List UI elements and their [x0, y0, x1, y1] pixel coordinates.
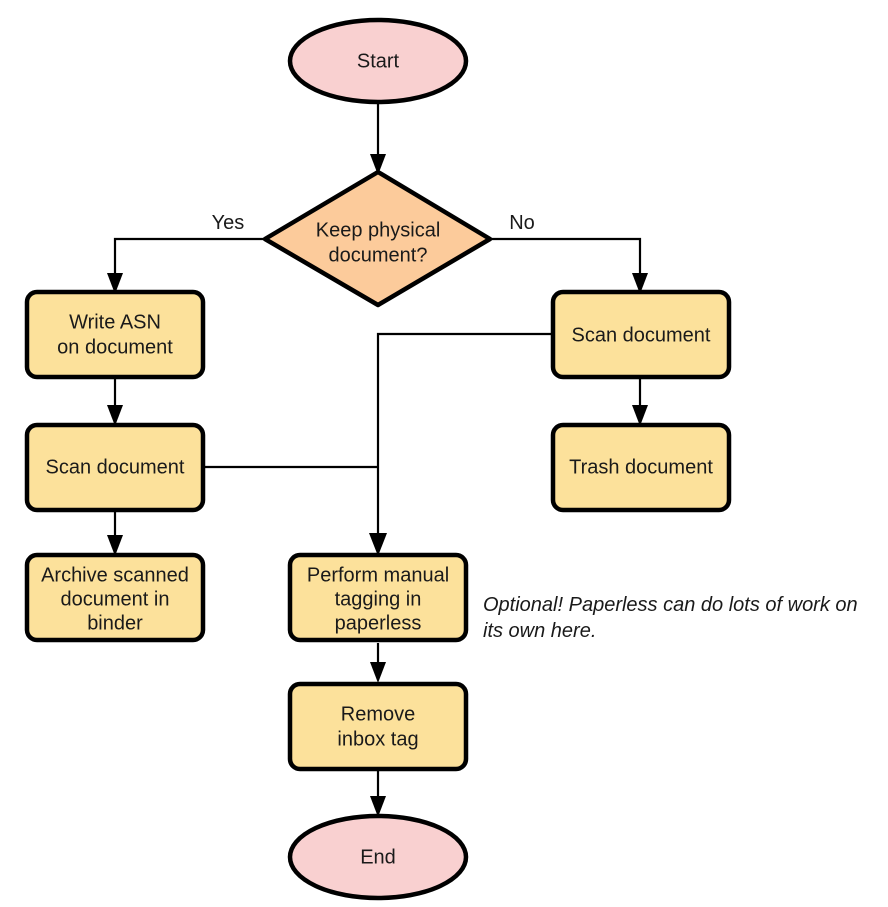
annotation-optional-note: Optional! Paperless can do lots of work … — [483, 594, 858, 642]
node-scan-document-left[interactable]: Scan document — [24, 422, 206, 513]
node-archive-label-line3: binder — [87, 612, 143, 634]
node-scan-document-left-label: Scan document — [46, 456, 185, 478]
arrow-head-icon — [370, 662, 386, 683]
node-tagging-label-line1: Perform manual — [307, 564, 449, 586]
node-end-label: End — [360, 846, 396, 868]
node-write-asn-label-line1: Write ASN — [69, 311, 161, 333]
node-trash-document-label: Trash document — [569, 456, 713, 478]
node-write-asn-on-document[interactable]: Write ASN on document — [24, 289, 206, 380]
node-remove-inbox-tag[interactable]: Remove inbox tag — [287, 681, 469, 772]
node-end[interactable]: End — [287, 813, 469, 901]
edge-start-to-decision — [370, 104, 386, 175]
arrow-head-icon — [370, 796, 386, 817]
remove-inbox-tag-box — [287, 681, 469, 772]
edge-scan-right-to-trash — [632, 378, 648, 426]
node-decision-label-line2: document? — [329, 244, 428, 266]
node-archive-label-line2: document in — [61, 588, 170, 610]
arrow-head-icon — [632, 405, 648, 426]
node-scan-document-right-label: Scan document — [572, 324, 711, 346]
node-archive-scanned-document[interactable]: Archive scanned document in binder — [24, 552, 206, 643]
optional-note-line2: its own here. — [483, 620, 596, 642]
edge-label-yes: Yes — [212, 212, 245, 234]
end-ellipse — [287, 813, 469, 901]
node-tagging-label-line2: tagging in — [335, 588, 422, 610]
node-write-asn-label-line2: on document — [57, 336, 173, 358]
node-decision-keep-physical-document[interactable]: Keep physical document? — [262, 169, 493, 308]
node-remove-inbox-label-line1: Remove — [341, 703, 415, 725]
node-remove-inbox-label-line2: inbox tag — [337, 728, 418, 750]
edge-remove-inbox-to-end — [370, 770, 386, 817]
node-decision-label-line1: Keep physical — [316, 219, 441, 241]
edge-write-asn-to-scan-left — [107, 378, 123, 426]
arrow-head-icon — [107, 535, 123, 556]
arrow-head-icon — [370, 154, 386, 175]
edge-decision-no-to-scan-right — [490, 237, 648, 294]
optional-note-line1: Optional! Paperless can do lots of work … — [483, 594, 858, 616]
edge-decision-yes-to-write-asn — [107, 237, 265, 294]
node-trash-document[interactable]: Trash document — [550, 422, 732, 513]
arrow-head-icon — [107, 273, 123, 294]
decision-diamond — [262, 169, 493, 308]
edge-scan-left-to-archive — [107, 510, 123, 556]
archive-box — [24, 552, 206, 643]
edge-tagging-to-remove-inbox — [370, 643, 386, 683]
start-ellipse — [287, 17, 469, 105]
trash-document-box — [550, 422, 732, 513]
tagging-box — [287, 552, 469, 643]
arrow-head-icon — [107, 405, 123, 426]
edge-label-no: No — [509, 212, 535, 234]
node-start-label: Start — [357, 50, 400, 72]
node-scan-document-right[interactable]: Scan document — [550, 289, 732, 380]
node-tagging-label-line3: paperless — [335, 612, 422, 634]
scan-document-left-box — [24, 422, 206, 513]
node-start[interactable]: Start — [287, 17, 469, 105]
node-archive-label-line1: Archive scanned — [41, 564, 189, 586]
write-asn-box — [24, 289, 206, 380]
node-perform-manual-tagging[interactable]: Perform manual tagging in paperless — [287, 552, 469, 643]
arrow-head-icon — [369, 533, 387, 556]
edge-merge-arrow — [369, 533, 387, 556]
edge-scan-right-to-tagging — [376, 332, 552, 545]
scan-document-right-box — [550, 289, 732, 380]
arrow-head-icon — [632, 273, 648, 294]
